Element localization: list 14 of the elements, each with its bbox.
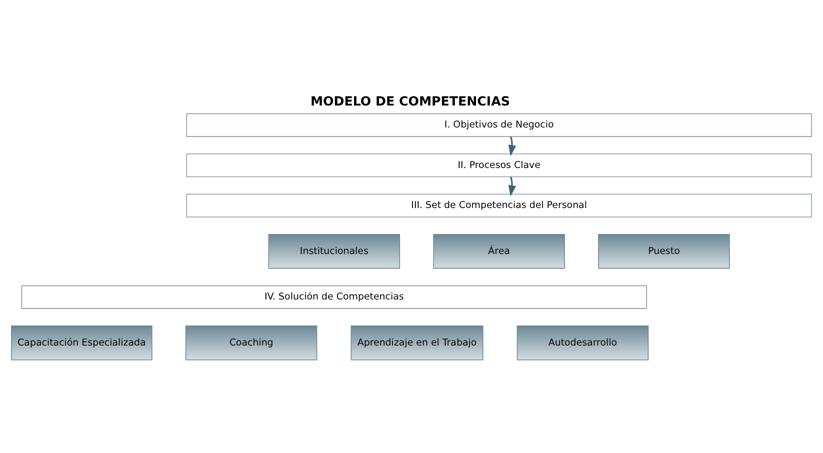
node-box: Institucionales (268, 234, 400, 269)
node-box: Área (433, 234, 565, 269)
node-box: I. Objetivos de Negocio (186, 113, 812, 137)
node-box: Coaching (185, 326, 318, 360)
diagram-title: MODELO DE COMPETENCIAS (310, 94, 510, 109)
node-box: Autodesarrollo (516, 326, 649, 360)
arrow (508, 136, 516, 156)
node-box: Capacitación Especializada (11, 326, 152, 360)
node-box: Aprendizaje en el Trabajo (350, 326, 484, 360)
node-box: III. Set de Competencias del Personal (186, 194, 812, 218)
node-box: IV. Solución de Competencias (21, 285, 648, 309)
node-box: II. Procesos Clave (186, 154, 812, 178)
node-box: Puesto (598, 234, 730, 269)
arrow (508, 176, 516, 196)
